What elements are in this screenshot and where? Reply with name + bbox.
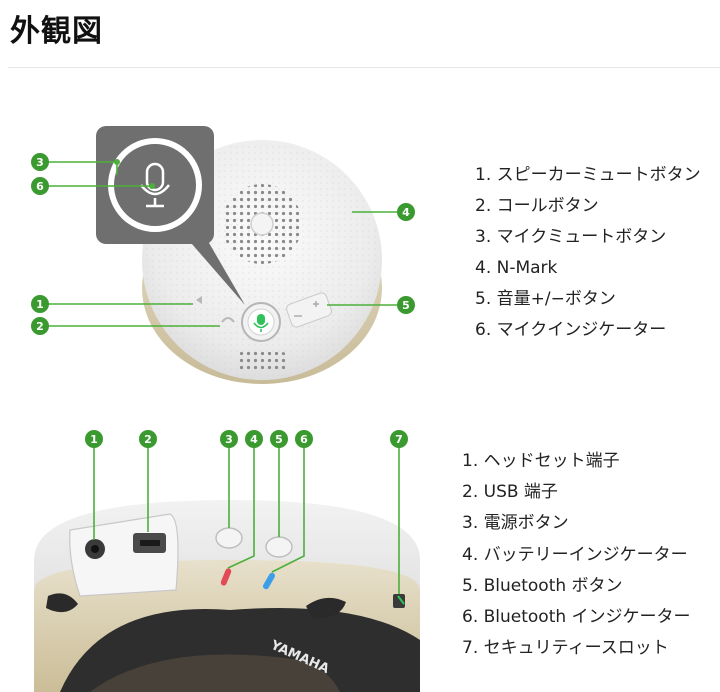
n-mark <box>250 212 274 236</box>
bluetooth-indicator <box>263 572 275 590</box>
bottom-callout-1: 1 <box>85 430 103 448</box>
top-parts-legend: 1. スピーカーミュートボタン 2. コールボタン 3. マイクミュートボタン … <box>475 160 701 346</box>
top-callout-2: 2 <box>31 317 49 335</box>
speakerphone-side: YAMAHA <box>34 500 420 692</box>
bottom-callout-2: 2 <box>139 430 157 448</box>
svg-text:1: 1 <box>36 298 44 311</box>
right-foot <box>306 597 346 619</box>
page-title: 外観図 <box>10 14 103 49</box>
bottom-callout-3: 3 <box>220 430 238 448</box>
headset-jack[interactable] <box>85 539 105 559</box>
svg-text:6: 6 <box>36 180 44 193</box>
legend-item-n-mark: 4. N-Mark <box>475 258 558 278</box>
legend-item-mic-indicator: 6. マイクインジケーター <box>475 320 667 340</box>
svg-text:4: 4 <box>402 206 410 219</box>
top-callout-6: 6 <box>31 177 49 195</box>
svg-text:2: 2 <box>36 320 44 333</box>
top-callout-4: 4 <box>397 203 415 221</box>
svg-text:6: 6 <box>300 433 308 446</box>
volume-buttons[interactable] <box>285 292 333 329</box>
title-divider <box>8 67 720 68</box>
bottom-callout-6: 6 <box>295 430 313 448</box>
legend-item-power-button: 3. 電源ボタン <box>462 513 569 534</box>
legend-item-bluetooth-indicator: 6. Bluetooth インジケーター <box>462 606 691 627</box>
battery-indicator <box>220 568 232 586</box>
top-callout-1: 1 <box>31 295 49 313</box>
speaker-mute-button[interactable] <box>196 296 202 304</box>
svg-text:5: 5 <box>275 433 283 446</box>
power-button[interactable] <box>215 527 243 549</box>
svg-text:3: 3 <box>225 433 233 446</box>
legend-item-battery-indicator: 4. バッテリーインジケーター <box>462 544 688 565</box>
top-callout-3: 3 <box>31 153 49 171</box>
lower-grill <box>236 352 288 372</box>
svg-text:2: 2 <box>144 433 152 446</box>
usb-port[interactable] <box>133 533 166 553</box>
svg-text:4: 4 <box>250 433 258 446</box>
call-button[interactable] <box>221 317 235 323</box>
svg-text:3: 3 <box>36 156 44 169</box>
legend-item-headset-jack: 1. ヘッドセット端子 <box>462 451 620 471</box>
mic-zoom-callout <box>96 126 245 305</box>
legend-item-security-slot: 7. セキュリティースロット <box>462 638 669 659</box>
legend-item-call-button: 2. コールボタン <box>475 196 599 216</box>
mic-mute-button[interactable] <box>241 302 281 342</box>
legend-item-bluetooth-button: 5. Bluetooth ボタン <box>462 575 623 596</box>
legend-item-mic-mute: 3. マイクミュートボタン <box>475 227 667 247</box>
legend-item-speaker-mute: 1. スピーカーミュートボタン <box>475 165 701 185</box>
top-callout-5: 5 <box>397 296 415 314</box>
svg-text:1: 1 <box>90 433 98 446</box>
svg-text:7: 7 <box>395 433 403 446</box>
bottom-callout-4: 4 <box>245 430 263 448</box>
svg-text:5: 5 <box>402 299 410 312</box>
bottom-callout-7: 7 <box>390 430 408 448</box>
security-slot[interactable] <box>393 594 405 608</box>
legend-item-volume: 5. 音量+/−ボタン <box>475 289 616 309</box>
mic-icon <box>140 162 170 208</box>
legend-item-usb-port: 2. USB 端子 <box>462 482 558 503</box>
mic-indicator-icon <box>257 314 265 325</box>
bottom-callout-5: 5 <box>270 430 288 448</box>
bluetooth-button[interactable] <box>265 536 293 558</box>
bottom-parts-legend: 1. ヘッドセット端子 2. USB 端子 3. 電源ボタン 4. バッテリーイ… <box>462 446 691 664</box>
left-foot <box>46 593 78 613</box>
bottom-callout-lines <box>93 446 400 594</box>
